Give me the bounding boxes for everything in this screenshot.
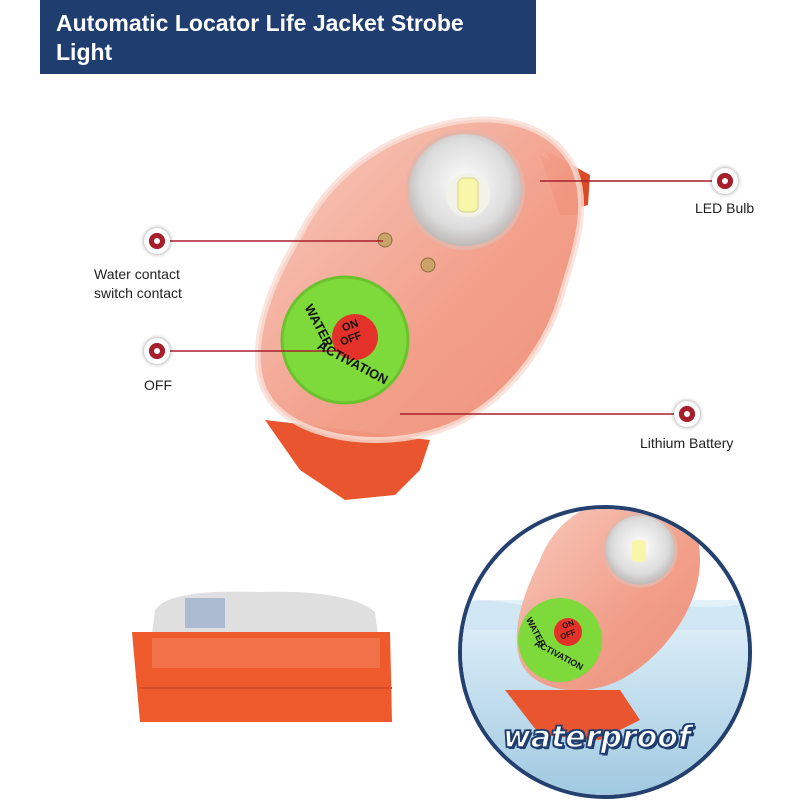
side-view-device bbox=[132, 591, 392, 722]
callout-dot-lithium-battery bbox=[674, 401, 700, 427]
title-line-1: Automatic Locator Life Jacket Strobe bbox=[56, 10, 464, 36]
label-led-bulb: LED Bulb bbox=[695, 200, 755, 216]
label-water-contact-line-2: switch contact bbox=[94, 285, 182, 301]
label-off: OFF bbox=[144, 377, 172, 393]
label-lithium-battery: Lithium Battery bbox=[640, 435, 734, 451]
callout-dot-led-bulb bbox=[712, 168, 738, 194]
label-water-contact-line-1: Water contact bbox=[94, 266, 180, 282]
waterproof-badge: waterproof bbox=[502, 719, 691, 756]
title-line-2: Light bbox=[56, 39, 113, 65]
callout-dot-off bbox=[144, 338, 170, 364]
main-device bbox=[254, 116, 590, 500]
waterproof-scene bbox=[458, 505, 752, 799]
title-banner: Automatic Locator Life Jacket Strobe Lig… bbox=[40, 0, 536, 74]
callout-dot-water-contact bbox=[144, 228, 170, 254]
